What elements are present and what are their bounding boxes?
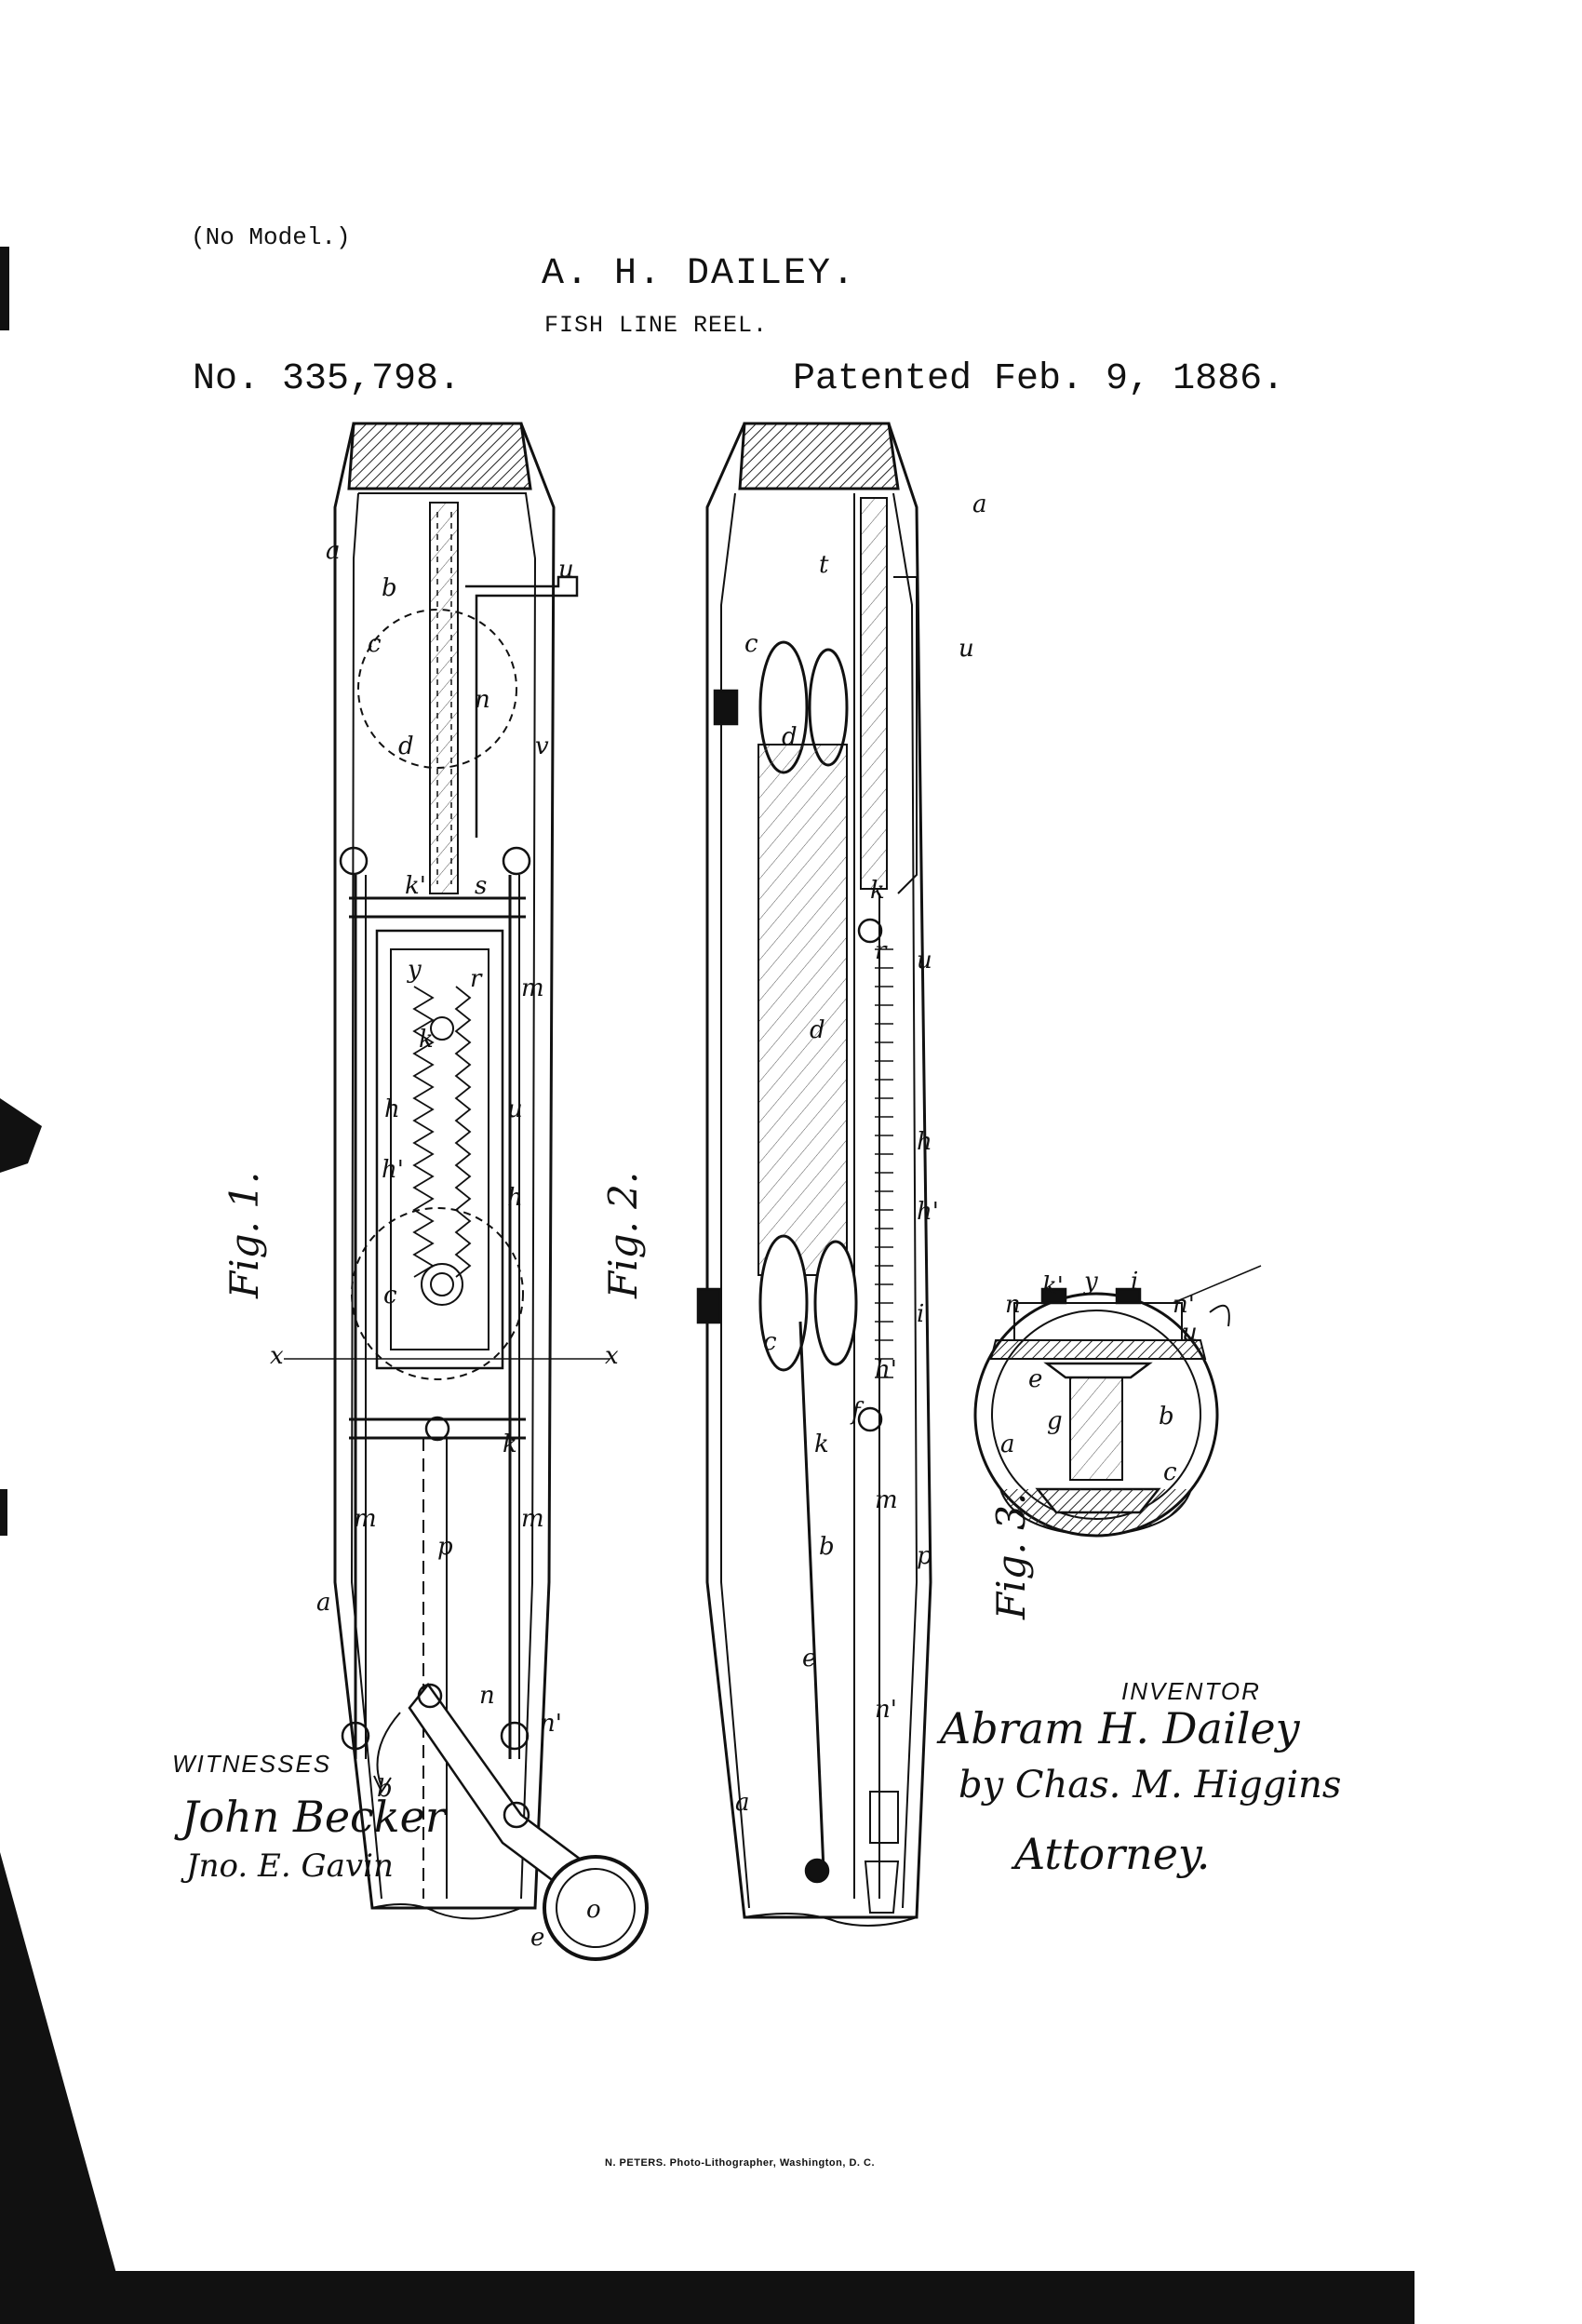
svg-text:u: u [1182, 1319, 1198, 1347]
svg-text:i: i [1131, 1268, 1138, 1296]
svg-text:h': h' [917, 1198, 939, 1226]
svg-text:y: y [407, 956, 422, 984]
svg-text:s: s [475, 872, 487, 900]
printer-credit: N. PETERS. Photo-Lithographer, Washingto… [605, 2157, 876, 2169]
inventor-label: INVENTOR [1121, 1677, 1261, 1705]
svg-text:c: c [744, 630, 758, 658]
svg-text:h': h' [875, 1356, 897, 1384]
svg-text:d: d [810, 1016, 825, 1044]
svg-text:a: a [735, 1789, 750, 1817]
attorney-label: Attorney. [1014, 1829, 1211, 1879]
svg-text:n': n' [875, 1696, 897, 1724]
svg-text:k: k [503, 1431, 517, 1458]
svg-text:h: h [507, 1184, 523, 1212]
svg-text:x: x [270, 1342, 284, 1370]
svg-text:a: a [972, 490, 987, 518]
scan-edge-marks [0, 247, 1414, 2324]
svg-text:g: g [1047, 1407, 1063, 1435]
attorney-signature: by Chas. M. Higgins [959, 1764, 1342, 1807]
svg-text:r: r [470, 965, 483, 993]
svg-text:p: p [917, 1542, 932, 1570]
svg-text:n': n' [540, 1710, 562, 1738]
svg-text:b: b [1159, 1403, 1174, 1431]
svg-text:m: m [521, 1505, 544, 1533]
svg-text:m: m [521, 974, 544, 1002]
svg-text:r: r [875, 937, 888, 965]
witness-signature-2: Jno. E. Gavin [186, 1847, 394, 1885]
svg-text:o: o [586, 1896, 601, 1924]
svg-text:m: m [875, 1486, 898, 1514]
patent-title: FISH LINE REEL. [544, 312, 769, 339]
svg-text:y: y [1083, 1268, 1098, 1296]
svg-text:a: a [1000, 1431, 1015, 1458]
svg-text:e: e [530, 1924, 544, 1952]
svg-text:k: k [870, 877, 885, 905]
fig3-label: Fig. 3. [988, 1492, 1034, 1619]
svg-text:n: n [475, 686, 490, 714]
svg-text:k': k' [1042, 1272, 1064, 1300]
svg-text:c: c [383, 1282, 397, 1310]
svg-text:b: b [382, 574, 397, 602]
fig1-label: Fig. 1. [221, 1171, 267, 1298]
patented-date: Patented Feb. 9, 1886. [793, 358, 1285, 400]
witness-signature-1: John Becker [181, 1792, 446, 1842]
svg-text:e: e [1028, 1365, 1042, 1393]
fig2-label: Fig. 2. [600, 1171, 646, 1298]
svg-text:v: v [535, 732, 549, 760]
svg-text:t: t [819, 551, 829, 579]
fig2-drawing [696, 422, 932, 1927]
svg-text:h': h' [382, 1156, 404, 1184]
svg-text:x: x [605, 1342, 619, 1370]
svg-text:c: c [1163, 1458, 1177, 1486]
svg-text:k': k' [405, 872, 426, 900]
svg-text:d: d [398, 732, 414, 760]
svg-text:i: i [917, 1300, 924, 1328]
svg-text:h: h [917, 1128, 932, 1156]
svg-text:u: u [917, 947, 932, 974]
svg-text:p: p [437, 1533, 453, 1561]
patent-number: No. 335,798. [193, 358, 462, 400]
svg-text:n: n [1005, 1291, 1021, 1319]
svg-text:b: b [377, 1775, 393, 1803]
svg-text:h: h [384, 1095, 400, 1123]
no-model-note: (No Model.) [191, 223, 351, 251]
svg-text:d: d [782, 723, 798, 751]
svg-text:c: c [763, 1328, 777, 1356]
inventor-name-header: A. H. DAILEY. [542, 253, 857, 295]
svg-text:u: u [959, 635, 974, 663]
fig1-drawing [284, 422, 649, 1961]
svg-text:u: u [507, 1095, 523, 1123]
svg-text:b: b [819, 1533, 835, 1561]
svg-text:k: k [419, 1026, 434, 1054]
fig3-drawing [973, 1265, 1262, 1538]
svg-text:u: u [558, 556, 574, 584]
witnesses-label: WITNESSES [172, 1750, 332, 1778]
svg-text:a: a [316, 1589, 331, 1617]
inventor-signature: Abram H. Dailey [940, 1703, 1300, 1753]
svg-text:k: k [814, 1431, 829, 1458]
svg-text:a: a [326, 537, 341, 565]
svg-text:n: n [479, 1682, 495, 1710]
svg-text:e: e [802, 1645, 816, 1672]
svg-text:c: c [368, 630, 382, 658]
svg-text:m: m [354, 1505, 377, 1533]
svg-text:n': n' [1173, 1291, 1195, 1319]
